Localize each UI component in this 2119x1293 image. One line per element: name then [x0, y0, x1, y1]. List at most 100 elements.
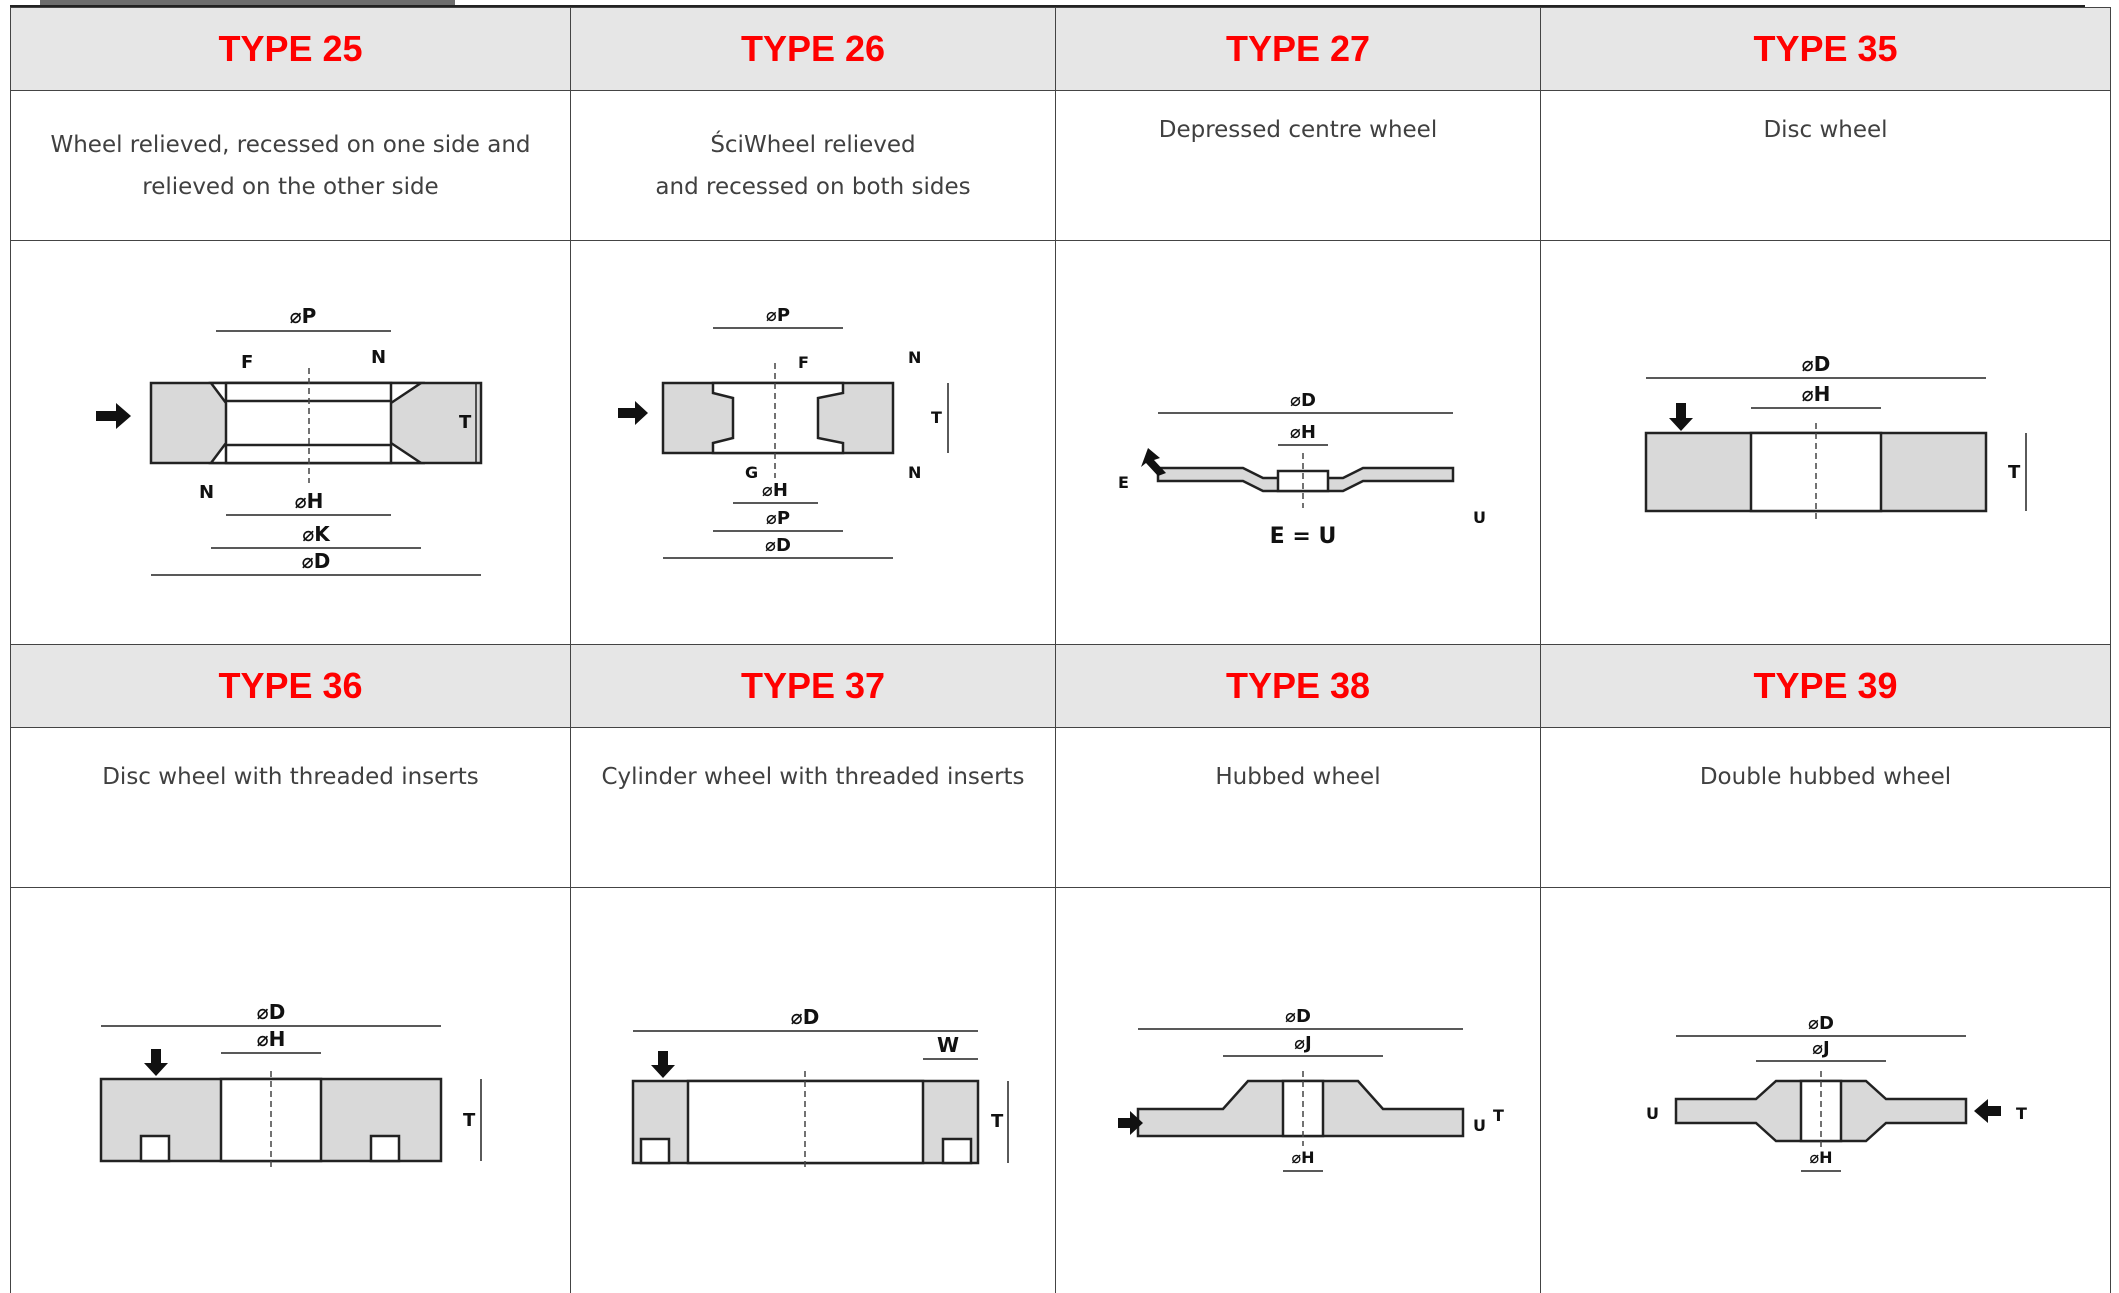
dim-label: ⌀H [1801, 382, 1830, 406]
dim-label: ⌀D [1285, 1006, 1311, 1027]
dim-label: ⌀H [762, 480, 788, 501]
dim-label: G [745, 463, 758, 482]
description-line: Wheel relieved, recessed on one side and [11, 124, 570, 166]
type-26-heading: TYPE 26 [571, 8, 1056, 91]
description-line: relieved on the other side [11, 166, 570, 208]
arrow-icon [618, 401, 648, 425]
dim-label: E [1118, 473, 1129, 492]
description-row: Disc wheel with threaded inserts Cylinde… [11, 728, 2111, 888]
dim-label: T [1493, 1106, 1504, 1125]
wheel-types-table: TYPE 25 TYPE 26 TYPE 27 TYPE 35 Wheel re… [10, 7, 2111, 1293]
dim-label: ⌀P [766, 508, 790, 529]
dim-label: ⌀P [289, 304, 316, 328]
type-36-drawing: ⌀D ⌀H T [71, 931, 511, 1251]
description-line: ŚciWheel relieved [571, 124, 1055, 166]
dim-label: N [908, 463, 921, 482]
dim-label: ⌀J [1812, 1038, 1830, 1059]
type-39-heading: TYPE 39 [1541, 645, 2111, 728]
diagram-row: ⌀D ⌀H T ⌀D W T [11, 888, 2111, 1293]
description-line: Depressed centre wheel [1056, 109, 1540, 151]
dim-label: U [1473, 1116, 1486, 1135]
type-37-heading: TYPE 37 [571, 645, 1056, 728]
type-39-drawing: ⌀D ⌀J ⌀H U T [1616, 931, 2036, 1251]
type-25-heading: TYPE 25 [11, 8, 571, 91]
type-27-description: Depressed centre wheel [1056, 91, 1541, 241]
type-27-heading: TYPE 27 [1056, 8, 1541, 91]
arrow-icon [96, 403, 131, 429]
type-38-diagram-cell: ⌀D ⌀J ⌀H U T [1056, 888, 1541, 1293]
threaded-insert [141, 1136, 169, 1161]
dim-label: ⌀D [1290, 390, 1316, 411]
dim-label: ⌀K [302, 522, 331, 546]
description-line: Disc wheel [1541, 109, 2110, 151]
type-25-diagram-cell: ⌀P F N T N ⌀H ⌀K ⌀D [11, 241, 571, 645]
description-line: Double hubbed wheel [1541, 756, 2110, 798]
type-25-description: Wheel relieved, recessed on one side and… [11, 91, 571, 241]
dim-label: T [991, 1111, 1004, 1132]
type-35-heading: TYPE 35 [1541, 8, 2111, 91]
dim-label: U [1646, 1104, 1659, 1123]
type-heading-row: TYPE 36 TYPE 37 TYPE 38 TYPE 39 [11, 645, 2111, 728]
dim-label: T [2008, 462, 2021, 483]
type-39-diagram-cell: ⌀D ⌀J ⌀H U T [1541, 888, 2111, 1293]
dim-label: N [908, 348, 921, 367]
type-35-description: Disc wheel [1541, 91, 2111, 241]
diagram-row: ⌀P F N T N ⌀H ⌀K ⌀D ⌀P [11, 241, 2111, 645]
dim-label: W [937, 1033, 959, 1057]
dim-label: ⌀H [256, 1027, 285, 1051]
type-37-description: Cylinder wheel with threaded inserts [571, 728, 1056, 888]
description-line: Hubbed wheel [1056, 756, 1540, 798]
arrow-icon [651, 1051, 675, 1078]
type-26-description: ŚciWheel relieved and recessed on both s… [571, 91, 1056, 241]
type-heading-row: TYPE 25 TYPE 26 TYPE 27 TYPE 35 [11, 8, 2111, 91]
type-27-diagram-cell: ⌀D ⌀H E U E = U [1056, 241, 1541, 645]
type-35-drawing: ⌀D ⌀H T [1616, 283, 2036, 603]
dim-label: T [463, 1110, 476, 1131]
type-27-drawing: ⌀D ⌀H E U E = U [1088, 283, 1508, 603]
type-35-diagram-cell: ⌀D ⌀H T [1541, 241, 2111, 645]
bore [1283, 1081, 1323, 1136]
dim-label: ⌀D [301, 549, 330, 573]
dim-label: ⌀H [1290, 422, 1316, 443]
type-37-diagram-cell: ⌀D W T [571, 888, 1056, 1293]
dim-label: ⌀H [1809, 1148, 1832, 1167]
threaded-insert [371, 1136, 399, 1161]
type-37-drawing: ⌀D W T [603, 931, 1023, 1251]
arrow-icon [1141, 448, 1166, 476]
type-36-description: Disc wheel with threaded inserts [11, 728, 571, 888]
dim-label: ⌀D [256, 1000, 285, 1024]
description-line: Cylinder wheel with threaded inserts [571, 756, 1055, 798]
dim-label: T [931, 408, 942, 427]
dim-label: F [798, 353, 809, 372]
dim-label: ⌀H [294, 489, 323, 513]
type-38-drawing: ⌀D ⌀J ⌀H U T [1088, 931, 1508, 1251]
arrow-icon [1669, 403, 1693, 431]
dim-label: ⌀H [1291, 1148, 1314, 1167]
description-line: Disc wheel with threaded inserts [11, 756, 570, 798]
arrow-icon [144, 1049, 168, 1076]
type-25-drawing: ⌀P F N T N ⌀H ⌀K ⌀D [81, 283, 501, 603]
dim-label: T [2016, 1104, 2027, 1123]
type-36-diagram-cell: ⌀D ⌀H T [11, 888, 571, 1293]
dim-label: ⌀D [791, 1005, 820, 1029]
type-39-description: Double hubbed wheel [1541, 728, 2111, 888]
description-row: Wheel relieved, recessed on one side and… [11, 91, 2111, 241]
arrow-icon [1974, 1099, 2001, 1123]
dim-label: ⌀D [1808, 1013, 1834, 1034]
type-26-diagram-cell: ⌀P F N T N G ⌀H ⌀P ⌀D [571, 241, 1056, 645]
description-line: and recessed on both sides [571, 166, 1055, 208]
equation-label: E = U [1270, 524, 1337, 549]
dim-label: N [371, 347, 386, 368]
dim-label: ⌀P [766, 305, 790, 326]
type-38-description: Hubbed wheel [1056, 728, 1541, 888]
dim-label: N [199, 482, 214, 503]
type-26-drawing: ⌀P F N T N G ⌀H ⌀P ⌀D [603, 283, 1023, 603]
dim-label: ⌀D [765, 535, 791, 556]
type-36-heading: TYPE 36 [11, 645, 571, 728]
threaded-insert [943, 1139, 971, 1163]
threaded-insert [641, 1139, 669, 1163]
dim-label: ⌀D [1801, 352, 1830, 376]
dim-label: F [241, 352, 253, 373]
dim-label: ⌀J [1294, 1033, 1312, 1054]
type-38-heading: TYPE 38 [1056, 645, 1541, 728]
